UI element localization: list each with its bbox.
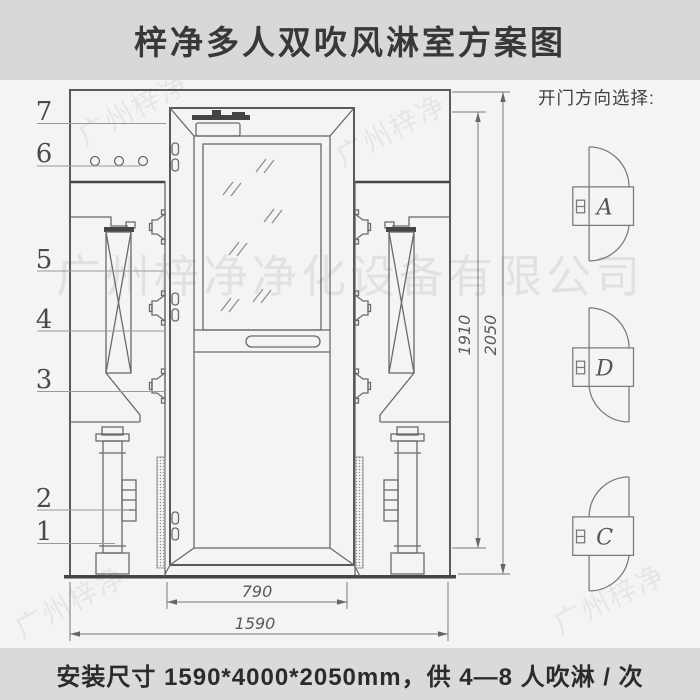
title-bar: 梓净多人双吹风淋室方案图 xyxy=(0,0,700,80)
installation-spec: 安装尺寸 1590*4000*2050mm，供 4—8 人吹淋 / 次 xyxy=(56,663,644,691)
door-direction-heading: 开门方向选择: xyxy=(538,88,655,108)
dimension-overall-height: 2050 xyxy=(452,91,510,575)
callout-5: 5 xyxy=(36,245,53,275)
page-title: 梓净多人双吹风淋室方案图 xyxy=(134,24,566,61)
watermarks: 广州梓净净化设备有限公司 广州梓净 广州梓净 广州梓净 广州梓净 xyxy=(10,80,670,644)
door-closer xyxy=(192,110,250,137)
dim-2050: 2050 xyxy=(481,315,500,356)
door-option-c: C xyxy=(572,476,635,592)
callout-2: 2 xyxy=(36,484,53,514)
callout-4: 4 xyxy=(36,305,53,335)
watermark-top-right: 广州梓净 xyxy=(331,89,452,173)
door-direction-panel: 开门方向选择: A D C xyxy=(538,88,655,592)
dimension-overall-width: 1590 xyxy=(69,582,449,641)
dimension-door-width: 790 xyxy=(166,582,348,609)
dimension-door-height: 1910 xyxy=(452,111,486,549)
air-shower-diagram: 广州梓净净化设备有限公司 广州梓净 广州梓净 广州梓净 广州梓净 xyxy=(10,80,670,644)
door-option-d: D xyxy=(572,307,635,423)
option-d-label: D xyxy=(595,355,614,381)
door-assembly xyxy=(163,107,361,577)
drawing-area: 广州梓净净化设备有限公司 广州梓净 广州梓净 广州梓净 广州梓净 xyxy=(0,80,700,648)
cabinet xyxy=(64,89,456,579)
right-side-assembly xyxy=(355,181,450,575)
option-a-label: A xyxy=(595,194,613,220)
indicator-lights xyxy=(89,155,149,167)
callout-6: 6 xyxy=(36,139,53,169)
glass-reflection-marks xyxy=(220,158,283,313)
watermark-company: 广州梓净净化设备有限公司 xyxy=(56,251,644,302)
callout-1: 1 xyxy=(36,517,53,547)
callout-3: 3 xyxy=(36,365,53,395)
spec-bar: 安装尺寸 1590*4000*2050mm，供 4—8 人吹淋 / 次 xyxy=(0,648,700,700)
dim-1910: 1910 xyxy=(455,315,474,356)
option-c-label: C xyxy=(596,524,613,550)
door-handle xyxy=(245,335,321,348)
dim-1590: 1590 xyxy=(235,614,276,633)
door-option-a: A xyxy=(572,146,635,262)
watermark-bottom-right: 广州梓净 xyxy=(549,559,670,639)
callout-7: 7 xyxy=(36,97,53,127)
floor-line xyxy=(64,575,456,579)
dim-790: 790 xyxy=(242,582,273,601)
left-side-assembly xyxy=(70,181,165,575)
callouts: 7 6 5 4 3 2 1 xyxy=(36,97,166,547)
